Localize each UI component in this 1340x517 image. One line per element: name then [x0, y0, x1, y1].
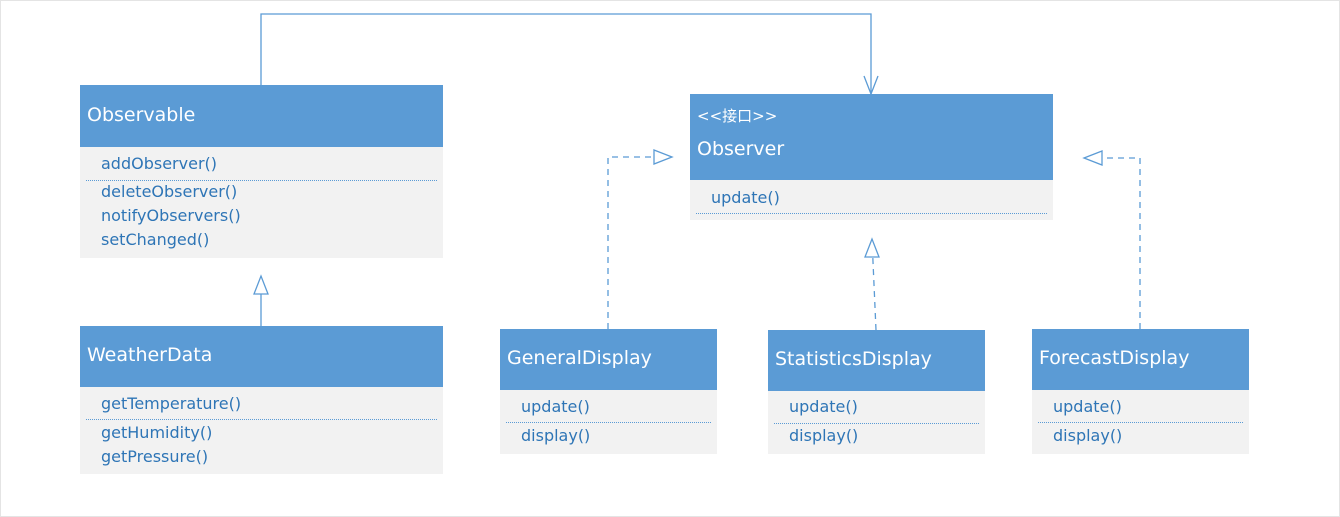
relation-generaldisplay-to-observer	[607, 149, 674, 329]
class-methods: update() display()	[500, 390, 717, 454]
class-method: update()	[711, 188, 780, 207]
class-method: getTemperature()	[101, 394, 242, 413]
class-method: deleteObserver()	[101, 182, 238, 201]
class-observable[interactable]: Observable addObserver() deleteObserver() n…	[80, 85, 443, 258]
class-stereotype: <<接口>>	[697, 107, 778, 125]
class-weatherdata[interactable]: WeatherData getTemperature() getHumidity()…	[80, 326, 443, 474]
class-statisticsdisplay[interactable]: StatisticsDisplay update() display()	[768, 330, 985, 454]
class-name: Observer	[697, 138, 785, 160]
class-methods: update() display()	[768, 391, 985, 454]
class-method: display()	[1053, 426, 1123, 445]
relation-observable-to-observer	[260, 13, 879, 96]
hollow-triangle-arrowhead	[864, 237, 880, 258]
class-method: notifyObservers()	[101, 206, 241, 225]
compartment-divider	[506, 422, 711, 423]
class-method: addObserver()	[101, 154, 217, 173]
class-header: StatisticsDisplay	[768, 330, 985, 391]
class-forecastdisplay[interactable]: ForecastDisplay update() display()	[1032, 329, 1249, 454]
compartment-divider	[86, 180, 437, 181]
compartment-divider	[774, 423, 979, 424]
class-methods: update()	[690, 180, 1053, 220]
class-methods: getTemperature() getHumidity() getPressure…	[80, 387, 443, 474]
class-header: GeneralDisplay	[500, 329, 717, 390]
relation-line	[1102, 157, 1141, 329]
class-name: GeneralDisplay	[507, 347, 652, 369]
class-header: ForecastDisplay	[1032, 329, 1249, 390]
class-name: WeatherData	[87, 344, 213, 366]
relation-weatherdata-to-observable	[253, 274, 269, 326]
relation-forecastdisplay-to-observer	[1082, 150, 1141, 329]
class-method: update()	[521, 397, 590, 416]
class-method: update()	[1053, 397, 1122, 416]
compartment-divider	[696, 213, 1047, 214]
compartment-divider	[86, 419, 437, 420]
class-name: ForecastDisplay	[1039, 347, 1190, 369]
class-methods: update() display()	[1032, 390, 1249, 454]
class-observer[interactable]: <<接口>> Observer update()	[690, 94, 1053, 220]
class-method: getHumidity()	[101, 423, 213, 442]
relation-statisticsdisplay-to-observer	[864, 237, 880, 331]
class-name: StatisticsDisplay	[775, 348, 932, 370]
class-method: display()	[789, 426, 859, 445]
hollow-triangle-arrowhead	[653, 149, 674, 165]
hollow-triangle-arrowhead	[253, 274, 269, 295]
compartment-divider	[1038, 422, 1243, 423]
class-name: Observable	[87, 104, 196, 126]
relation-line	[260, 13, 872, 94]
class-method: getPressure()	[101, 447, 209, 466]
relation-line	[607, 156, 654, 329]
class-method: update()	[789, 397, 858, 416]
hollow-triangle-arrowhead	[1082, 150, 1103, 166]
class-header: Observable	[80, 85, 443, 147]
class-header: <<接口>> Observer	[690, 94, 1053, 180]
relation-line	[872, 256, 877, 331]
class-methods: addObserver() deleteObserver() notifyObser…	[80, 147, 443, 258]
class-generaldisplay[interactable]: GeneralDisplay update() display()	[500, 329, 717, 454]
class-header: WeatherData	[80, 326, 443, 387]
class-method: display()	[521, 426, 591, 445]
class-method: setChanged()	[101, 230, 210, 249]
